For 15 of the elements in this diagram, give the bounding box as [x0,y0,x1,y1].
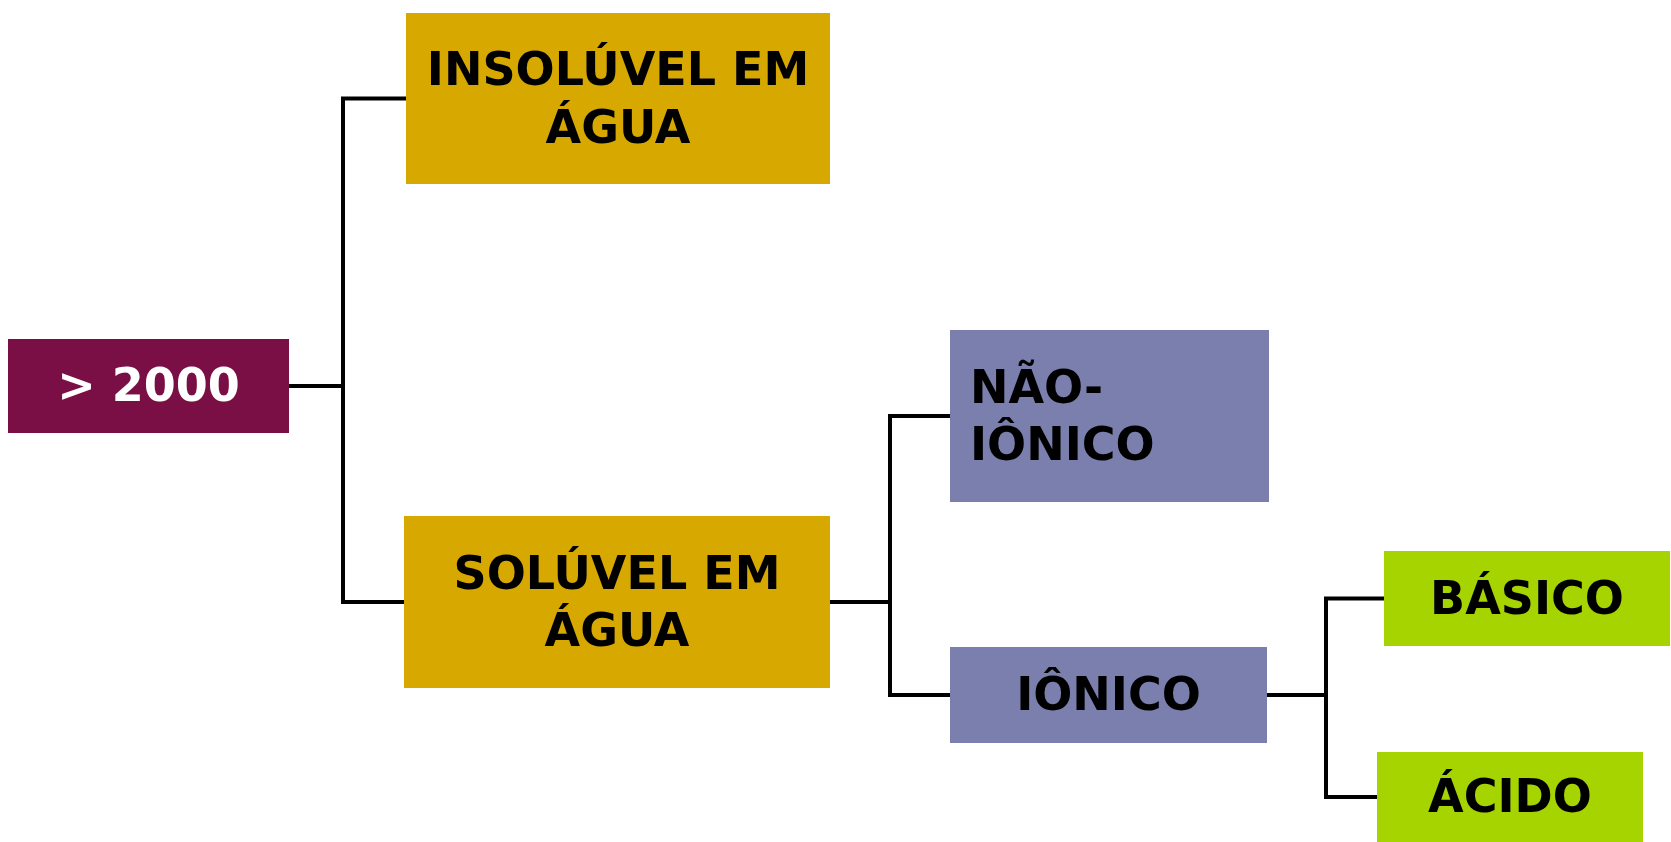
category-label: NÃO-IÔNICO [970,358,1156,473]
category-box [406,13,830,184]
category-label: ÁCIDO [1428,768,1592,826]
category-label: BÁSICO [1430,569,1624,627]
category-label: INSOLÚVEL EM ÁGUA [425,41,811,156]
category-label: IÔNICO [1016,666,1201,724]
category-box [950,647,1267,743]
category-label: SOLÚVEL EM ÁGUA [452,544,782,659]
category-box [1377,752,1643,842]
category-label: > 2000 [57,357,240,415]
category-box [8,339,289,433]
category-box [404,516,830,688]
category-box [950,330,1269,502]
category-box [1384,551,1670,646]
connector-line [830,600,950,697]
